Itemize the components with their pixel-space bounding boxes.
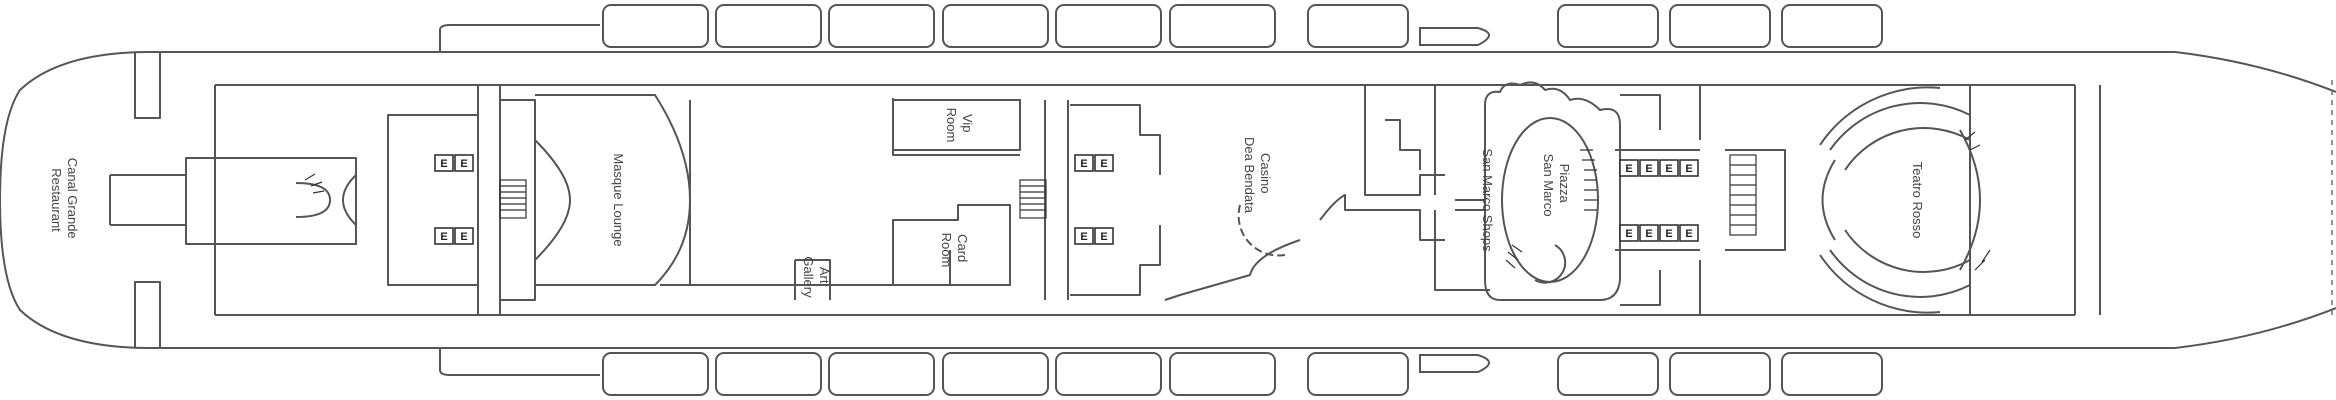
svg-text:E: E: [460, 158, 467, 170]
svg-text:E: E: [460, 231, 467, 243]
label-art-gallery: Art Gallery: [801, 256, 832, 298]
stairs-fwd: [1729, 154, 1757, 236]
teatro-outline: [1730, 84, 1971, 316]
label-vip-room: Vip Room: [944, 108, 975, 143]
label-canal-grande: Canal Grande Restaurant: [49, 158, 80, 243]
svg-text:E: E: [440, 231, 447, 243]
svg-text:E: E: [1625, 228, 1632, 240]
label-piazza: Piazza San Marco: [1541, 154, 1572, 217]
elevators-aft: E E E E: [434, 154, 474, 245]
svg-text:E: E: [1685, 163, 1692, 175]
piazza-outline: [1484, 81, 1621, 301]
elevators-mid: E E E E: [1074, 154, 1114, 245]
label-teatro-rosso: Teatro Rosso: [1910, 162, 1925, 239]
svg-text:E: E: [1685, 228, 1692, 240]
lifeboats-bottom: [602, 352, 1883, 396]
stairs-aft: [499, 179, 527, 219]
label-san-marco-shops: San Marco Shops: [1480, 148, 1495, 252]
svg-text:E: E: [1080, 158, 1087, 170]
label-masque-lounge: Masque Lounge: [611, 153, 626, 246]
casino-outline: [1164, 239, 1301, 301]
svg-text:E: E: [1100, 231, 1107, 243]
svg-text:E: E: [1080, 231, 1087, 243]
svg-text:E: E: [1100, 158, 1107, 170]
stairs-mid: [1019, 179, 1047, 219]
lifeboats-top: [602, 4, 1883, 48]
hull-outline: [0, 51, 2336, 349]
svg-text:E: E: [440, 158, 447, 170]
svg-text:E: E: [1625, 163, 1632, 175]
label-card-room: Card Room: [939, 233, 970, 268]
svg-text:E: E: [1665, 228, 1672, 240]
svg-text:E: E: [1645, 163, 1652, 175]
elevators-fwd: E E E E E E E E: [1619, 159, 1699, 242]
label-casino: Casino Dea Bendata: [1242, 137, 1273, 214]
svg-text:E: E: [1665, 163, 1672, 175]
svg-text:E: E: [1645, 228, 1652, 240]
